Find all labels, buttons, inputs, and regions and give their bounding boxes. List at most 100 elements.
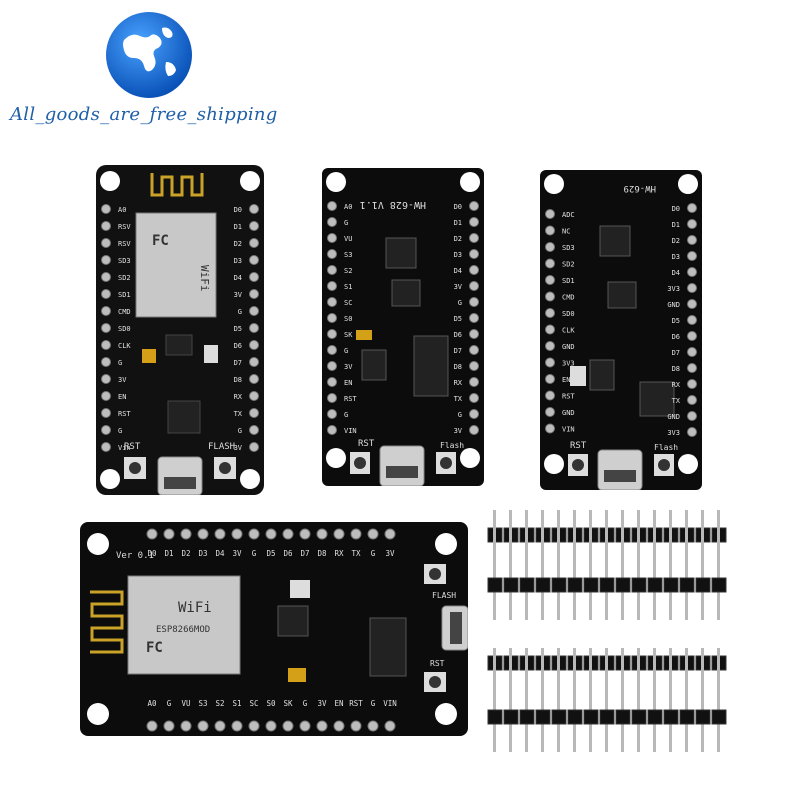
pin-hole <box>146 528 158 540</box>
pin-label: D3 <box>672 253 680 261</box>
header-pin <box>589 648 592 752</box>
pin-label: RST <box>562 393 575 401</box>
globe-icon <box>106 12 192 98</box>
pin-label: 3V <box>454 427 463 435</box>
pin-label: D2 <box>672 237 680 245</box>
pin-hole <box>327 361 337 371</box>
header-block <box>663 709 679 725</box>
pin-label: SD2 <box>562 261 575 269</box>
header-pin <box>637 648 640 752</box>
header-block <box>647 577 663 593</box>
pin-hole <box>316 528 328 540</box>
header-pin <box>557 510 560 620</box>
pin-label: SC <box>344 299 352 307</box>
pin-label: D3 <box>454 251 462 259</box>
pin-hole <box>327 393 337 403</box>
header-pin <box>589 510 592 620</box>
pin-label: 3V <box>118 376 127 384</box>
pin-hole <box>333 528 345 540</box>
pin-label: D2 <box>181 549 190 558</box>
esp-module <box>135 212 217 318</box>
header-block <box>711 709 727 725</box>
pin-label: S0 <box>344 315 352 323</box>
pin-hole <box>197 528 209 540</box>
pin-hole <box>214 720 226 732</box>
pin-label: G <box>118 427 122 435</box>
pin-hole <box>101 238 111 248</box>
esp-module <box>127 575 241 675</box>
pin-header-top <box>487 510 727 620</box>
pin-hole <box>101 221 111 231</box>
pin-label: RST <box>349 699 363 708</box>
pin-hole <box>545 209 555 219</box>
pin-hole <box>469 329 479 339</box>
pin-label: D0 <box>234 206 242 214</box>
header-block <box>695 709 711 725</box>
rst-label: RST <box>358 439 375 449</box>
pin-label: D5 <box>672 317 680 325</box>
pin-label: G <box>344 411 348 419</box>
version-label: Ver 0.1 <box>116 551 154 561</box>
header-block <box>567 577 583 593</box>
flash-label: Flash <box>440 441 464 450</box>
pin-hole <box>249 340 259 350</box>
pin-hole <box>687 395 697 405</box>
pin-hole <box>248 720 260 732</box>
pin-label: EN <box>118 393 126 401</box>
header-pin <box>525 510 528 620</box>
pin-label: SC <box>249 699 258 708</box>
pin-label: G <box>167 699 172 708</box>
pin-hole <box>249 391 259 401</box>
pin-hole <box>687 347 697 357</box>
module-chip: ESP8266MOD <box>156 625 210 635</box>
pin-hole <box>299 720 311 732</box>
pin-label: S2 <box>344 267 352 275</box>
pin-hole <box>469 377 479 387</box>
pin-label: G <box>371 699 376 708</box>
pin-hole <box>249 357 259 367</box>
pin-hole <box>249 272 259 282</box>
pin-label: VU <box>344 235 352 243</box>
pin-hole <box>469 409 479 419</box>
header-pin <box>605 510 608 620</box>
pin-label: A0 <box>344 203 352 211</box>
pin-label: S3 <box>344 251 352 259</box>
svg-text:FC: FC <box>152 233 169 249</box>
header-pin <box>605 648 608 752</box>
header-block <box>503 709 519 725</box>
pin-label: CMD <box>118 308 131 316</box>
board-top-left: WiFi FC A0RSVRSVSD3SD2SD1CMDSD0CLKG3VENR… <box>96 165 264 495</box>
header-block <box>551 577 567 593</box>
pin-label: G <box>238 427 242 435</box>
pin-hole <box>687 219 697 229</box>
pin-hole <box>249 238 259 248</box>
pin-hole <box>249 255 259 265</box>
pin-label: RST <box>344 395 357 403</box>
pin-label: A0 <box>147 699 157 708</box>
pin-label: D4 <box>672 269 680 277</box>
pin-label: 3V3 <box>667 429 680 437</box>
pin-label: G <box>458 299 462 307</box>
pin-label: D4 <box>234 274 242 282</box>
pin-label: CLK <box>562 327 575 335</box>
pin-hole <box>469 201 479 211</box>
pin-hole <box>101 442 111 452</box>
header-block <box>711 577 727 593</box>
header-block <box>551 709 567 725</box>
pin-hole <box>384 720 396 732</box>
pin-hole <box>101 255 111 265</box>
pin-hole <box>327 233 337 243</box>
pin-hole <box>214 528 226 540</box>
pin-label: RSV <box>118 223 131 231</box>
pin-hole <box>327 217 337 227</box>
pin-hole <box>545 407 555 417</box>
pin-label: SD2 <box>118 274 131 282</box>
pin-hole <box>197 720 209 732</box>
pin-hole <box>367 720 379 732</box>
pin-label: D2 <box>454 235 462 243</box>
pin-hole <box>249 289 259 299</box>
pin-label: D7 <box>454 347 462 355</box>
pin-label: G <box>118 359 122 367</box>
pin-hole <box>545 357 555 368</box>
pin-label: D2 <box>234 240 242 248</box>
